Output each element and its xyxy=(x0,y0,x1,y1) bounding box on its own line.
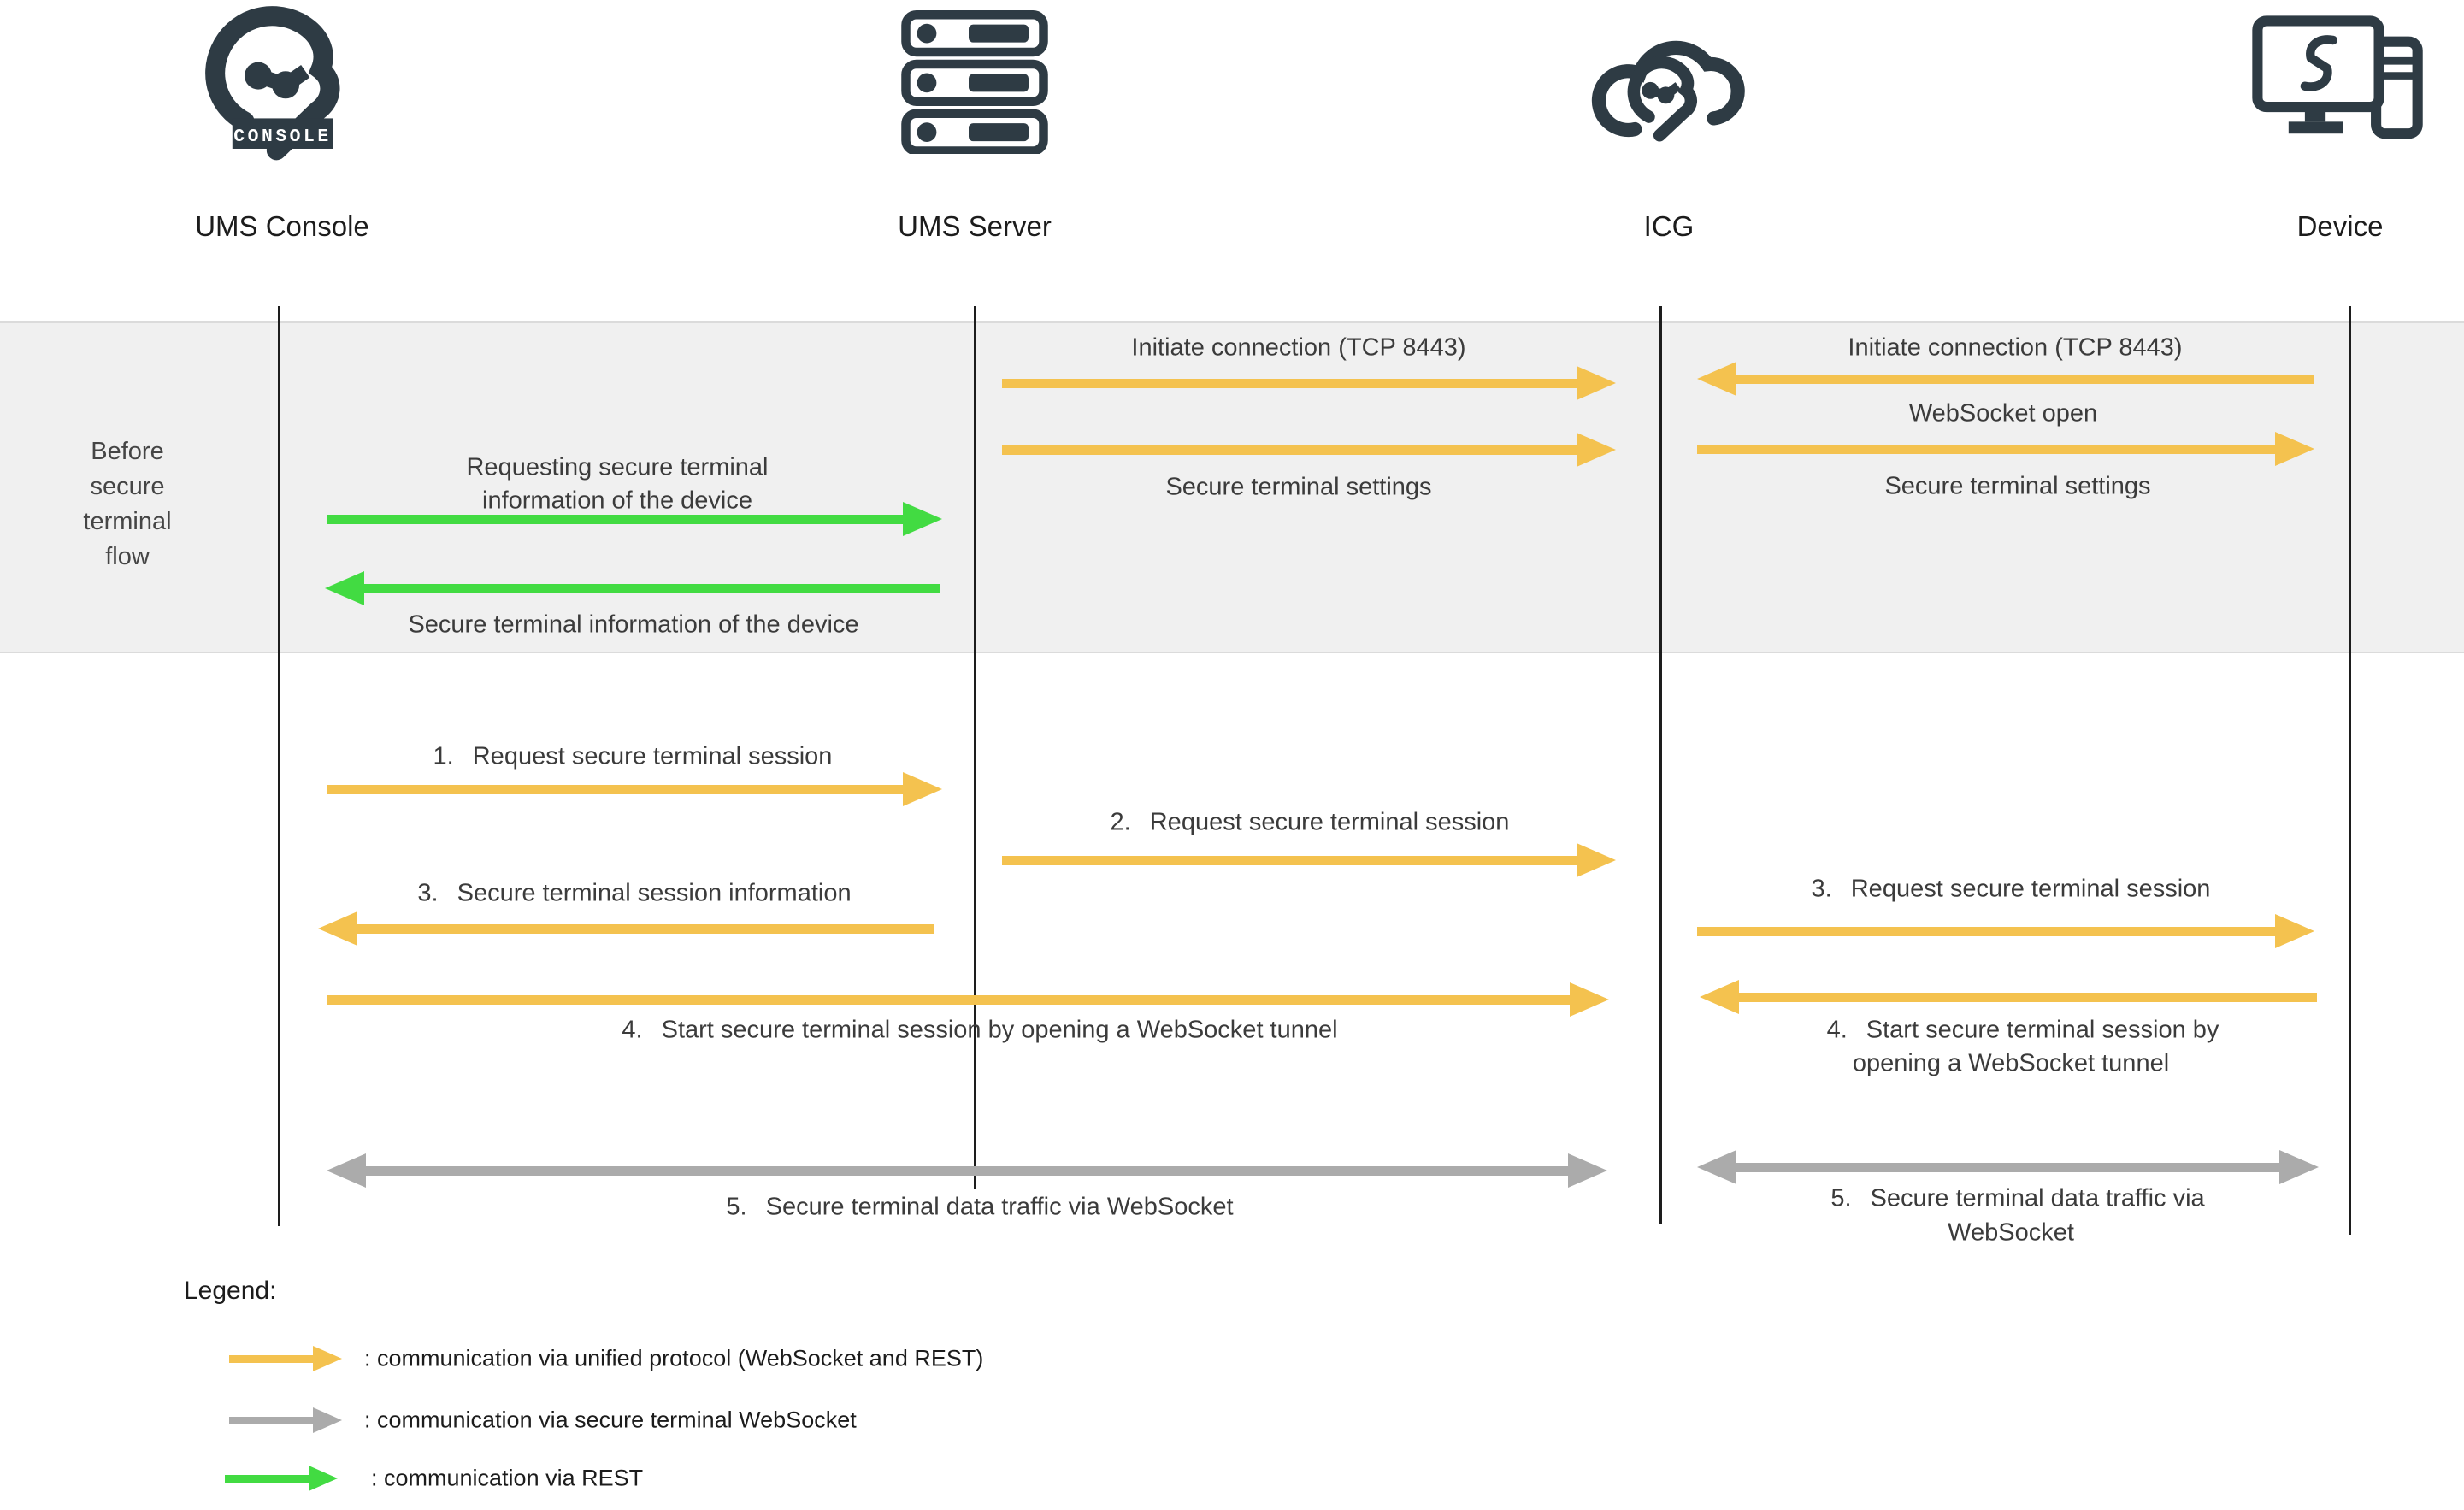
message-step5-right-line2: WebSocket xyxy=(1948,1218,2074,1247)
entity-label-ums-server: UMS Server xyxy=(898,210,1052,242)
message-settings-server: Secure terminal settings xyxy=(1165,473,1432,501)
arrow-step4-start-session-tunnel-device xyxy=(1700,976,2317,1017)
message-initiate-connection-device: Initiate connection (TCP 8443) xyxy=(1848,333,2183,362)
arrow-secure-terminal-info-response xyxy=(325,568,940,609)
step3-right-text: Request secure terminal session xyxy=(1850,875,2211,903)
entity-label-device: Device xyxy=(2296,210,2384,242)
message-step4-right-line1: 4. Start secure terminal session by xyxy=(1827,1017,2219,1045)
arrow-initiate-connection-device xyxy=(1697,358,2314,399)
step2-number: 2. xyxy=(1110,808,1131,836)
message-step5-right-line1: 5. Secure terminal data traffic via xyxy=(1830,1185,2204,1213)
arrow-websocket-open xyxy=(1697,428,2314,469)
phase-band-label-line: Before xyxy=(91,438,164,465)
icg-cloud-icon xyxy=(1589,7,1749,156)
message-settings-device: Secure terminal settings xyxy=(1884,472,2151,500)
entity-label-ums-console: UMS Console xyxy=(195,210,369,242)
step3-left-number: 3. xyxy=(417,879,439,907)
arrow-step5-data-traffic-device xyxy=(1697,1147,2319,1188)
lifeline-icg xyxy=(1659,306,1662,1224)
arrow-step5-data-traffic xyxy=(327,1150,1607,1191)
message-step3-right: 3. Request secure terminal session xyxy=(1812,876,2211,904)
message-step4-left: 4. Start secure terminal session by openi… xyxy=(622,1017,1337,1045)
legend-secure-terminal-arrow-icon xyxy=(229,1405,342,1436)
arrow-step4-start-session-tunnel xyxy=(327,979,1609,1020)
lifeline-ums-server xyxy=(974,306,976,1189)
message-step3-left: 3. Secure terminal session information xyxy=(417,880,851,908)
message-info-response: Secure terminal information of the devic… xyxy=(408,610,859,639)
console-banner-text: CONSOLE xyxy=(233,127,332,147)
phase-band-label: Before secure terminal flow xyxy=(32,434,222,575)
step4-left-text: Start secure terminal session by opening… xyxy=(661,1016,1338,1044)
step4-right-number: 4. xyxy=(1826,1016,1848,1044)
arrow-step1-request-session xyxy=(327,769,942,810)
message-requesting-info-line2: information of the device xyxy=(482,487,752,515)
message-initiate-connection-server: Initiate connection (TCP 8443) xyxy=(1131,333,1466,362)
legend-secure-terminal-label: : communication via secure terminal WebS… xyxy=(364,1407,857,1433)
arrow-secure-terminal-settings-server xyxy=(1002,429,1616,470)
entity-label-icg: ICG xyxy=(1643,210,1695,242)
phase-band-label-line: flow xyxy=(105,543,150,570)
message-step1: 1. Request secure terminal session xyxy=(433,743,833,771)
phase-band-label-line: terminal xyxy=(83,508,172,535)
message-step5-left: 5. Secure terminal data traffic via WebSo… xyxy=(726,1194,1233,1222)
step3-right-number: 3. xyxy=(1811,875,1832,903)
device-workstation-icon xyxy=(2249,12,2432,157)
message-websocket-open: WebSocket open xyxy=(1908,399,2098,428)
phase-band-label-line: secure xyxy=(90,473,165,500)
message-step4-right-line2: opening a WebSocket tunnel xyxy=(1852,1049,2170,1077)
lifeline-ums-console xyxy=(278,306,280,1226)
message-step2: 2. Request secure terminal session xyxy=(1111,809,1510,837)
step4-right-text-line1: Start secure terminal session by xyxy=(1866,1016,2219,1044)
message-requesting-info-line1: Requesting secure terminal xyxy=(466,453,769,481)
step5-right-text-line1: Secure terminal data traffic via xyxy=(1870,1184,2205,1212)
legend-unified-protocol-label: : communication via unified protocol (We… xyxy=(364,1345,984,1371)
arrow-requesting-secure-terminal-info xyxy=(327,498,942,540)
arrow-step3-session-information xyxy=(318,908,934,949)
step4-left-number: 4. xyxy=(622,1016,643,1044)
step5-right-number: 5. xyxy=(1830,1184,1852,1212)
legend-rest-label: : communication via REST xyxy=(371,1465,644,1491)
legend-unified-protocol-arrow-icon xyxy=(229,1343,342,1374)
lifeline-device xyxy=(2349,306,2351,1235)
ums-console-logo-icon: CONSOLE xyxy=(203,4,362,162)
step3-left-text: Secure terminal session information xyxy=(457,879,852,907)
legend-title: Legend: xyxy=(184,1277,277,1305)
step1-text: Request secure terminal session xyxy=(472,742,833,770)
step2-text: Request secure terminal session xyxy=(1149,808,1510,836)
arrow-step2-request-session xyxy=(1002,840,1616,881)
step5-left-text: Secure terminal data traffic via WebSock… xyxy=(765,1193,1234,1221)
arrow-initiate-connection-server xyxy=(1002,363,1616,404)
step1-number: 1. xyxy=(433,742,454,770)
server-stack-icon xyxy=(899,10,1050,154)
legend-rest-arrow-icon xyxy=(225,1463,338,1494)
arrow-step3-request-session-device xyxy=(1697,911,2314,952)
step5-left-number: 5. xyxy=(726,1193,747,1221)
